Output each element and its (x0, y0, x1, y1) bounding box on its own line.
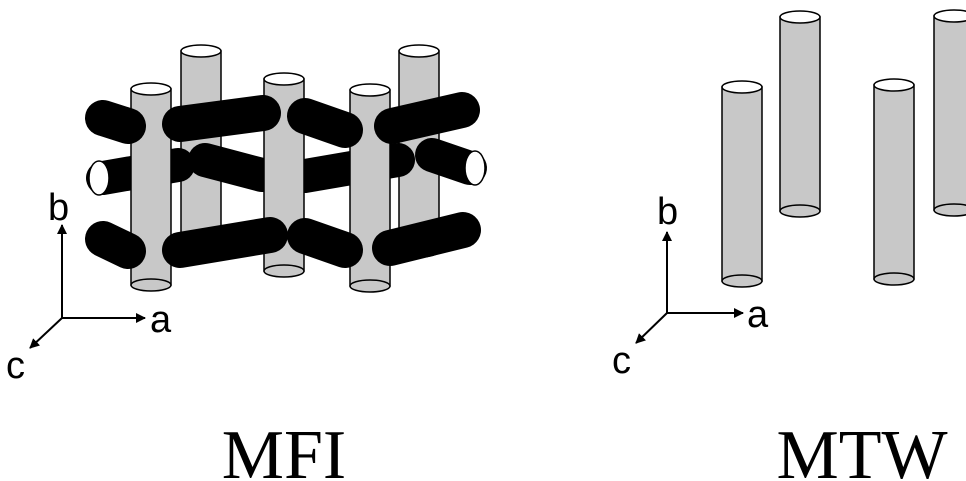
mfi-sinusoidal-channel-end-left (88, 160, 110, 196)
mfi-axis-label-a: a (150, 299, 172, 341)
mtw-axis-c-arrow (635, 312, 668, 344)
mtw-axes (635, 231, 744, 344)
mfi-structure-label: MFI (222, 417, 346, 481)
mtw-straight-channel-4 (933, 9, 966, 217)
mtw-straight-channel-1 (721, 80, 763, 288)
mfi-axis-c-arrow (29, 317, 63, 349)
mtw-axis-label-c: c (612, 340, 631, 382)
mfi-sinusoidal-channel-bottom (85, 212, 481, 269)
mfi-structure: b a c MFI (6, 44, 487, 481)
mtw-axis-label-b: b (657, 191, 678, 233)
mtw-axis-label-a: a (747, 294, 769, 336)
mfi-axes (29, 224, 146, 349)
mtw-straight-channel-2 (779, 10, 821, 218)
mfi-axis-label-b: b (48, 187, 69, 229)
mtw-structure: b a c MTW (612, 9, 966, 481)
mtw-straight-channel-3 (873, 78, 915, 286)
mtw-structure-label: MTW (776, 417, 947, 481)
mfi-sinusoidal-channel-end-right (464, 150, 486, 186)
mfi-sinusoidal-channel-top (85, 92, 480, 148)
mfi-axis-label-c: c (6, 345, 25, 387)
